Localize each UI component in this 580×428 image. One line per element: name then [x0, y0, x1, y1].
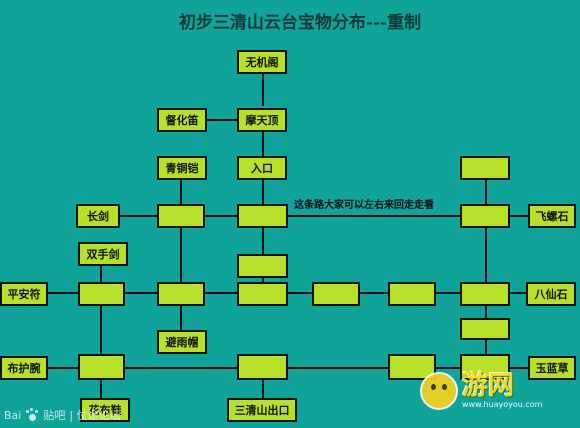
site-watermark: 游网 www.huayoyou.com — [420, 356, 580, 426]
connector — [485, 338, 487, 354]
junction-node — [312, 282, 360, 306]
junction-node — [460, 318, 510, 340]
node-bihumao: 避雨帽 — [157, 330, 207, 354]
connector — [205, 292, 237, 294]
node-huabuxie: 花布鞋 — [80, 398, 130, 422]
connector — [485, 180, 487, 208]
connector — [436, 367, 460, 369]
junction-node — [388, 282, 436, 306]
connector — [262, 276, 264, 282]
junction-node — [237, 204, 288, 228]
connector — [262, 378, 264, 398]
connector — [262, 132, 264, 156]
connector — [288, 292, 312, 294]
connector — [262, 226, 264, 256]
site-watermark-url: www.huayoyou.com — [462, 400, 543, 409]
node-chukou: 三清山出口 — [227, 398, 297, 422]
node-shuangshoujian: 双手剑 — [78, 242, 128, 266]
junction-node — [157, 282, 205, 306]
connector — [436, 292, 460, 294]
node-changjian: 长剑 — [76, 204, 120, 228]
node-feiluoshi: 飞螺石 — [528, 204, 576, 228]
junction-node — [460, 354, 510, 380]
junction-node — [78, 282, 125, 306]
connector — [205, 215, 237, 217]
forum-subtext: | 仗途论坛 — [69, 409, 121, 422]
connector — [207, 119, 237, 121]
connector — [100, 378, 102, 398]
connector — [100, 304, 102, 354]
connector — [120, 215, 158, 217]
connector — [288, 367, 388, 369]
node-rukou: 入口 — [237, 156, 287, 180]
mascot-icon — [420, 372, 458, 410]
node-pinganfu: 平安符 — [0, 282, 48, 306]
baidu-brand-text: Bai — [4, 408, 22, 422]
node-motianding: 摩天顶 — [237, 108, 287, 132]
node-duhuadi: 督化笛 — [157, 108, 207, 132]
connector — [180, 180, 182, 208]
baidu-tieba-watermark: Bai 贴吧 | 仗途论坛 — [4, 404, 121, 426]
node-yulancao: 玉蓝草 — [528, 356, 576, 380]
junction-node — [157, 204, 205, 228]
connector — [510, 367, 528, 369]
connector — [262, 180, 264, 208]
connector — [180, 226, 182, 330]
route-note: 这条路大家可以左右来回走走看 — [294, 200, 434, 211]
connector — [125, 367, 237, 369]
connector — [48, 292, 78, 294]
diagram-title: 初步三清山云台宝物分布---重制 — [178, 13, 422, 33]
connector — [48, 367, 78, 369]
junction-node — [460, 204, 510, 228]
connector — [485, 226, 487, 282]
site-watermark-name: 游网 — [462, 371, 515, 401]
connector — [510, 292, 526, 294]
junction-node — [460, 156, 510, 180]
junction-node — [237, 354, 288, 380]
connector — [100, 266, 102, 282]
connector — [485, 304, 487, 318]
junction-node — [78, 354, 125, 380]
connector — [125, 292, 158, 294]
connector — [360, 292, 388, 294]
node-buhuwan: 布护腕 — [0, 356, 48, 380]
junction-node — [237, 282, 288, 306]
tieba-text: 贴吧 — [43, 409, 66, 422]
connector — [510, 215, 528, 217]
node-baxianshi: 八仙石 — [526, 282, 576, 306]
junction-node — [237, 254, 288, 278]
connector — [288, 215, 460, 217]
node-qingtongkai: 青铜铠 — [157, 156, 207, 180]
node-wujige: 无机阁 — [237, 50, 287, 74]
junction-node — [460, 282, 510, 306]
paw-icon — [25, 408, 39, 422]
connector — [262, 74, 264, 106]
